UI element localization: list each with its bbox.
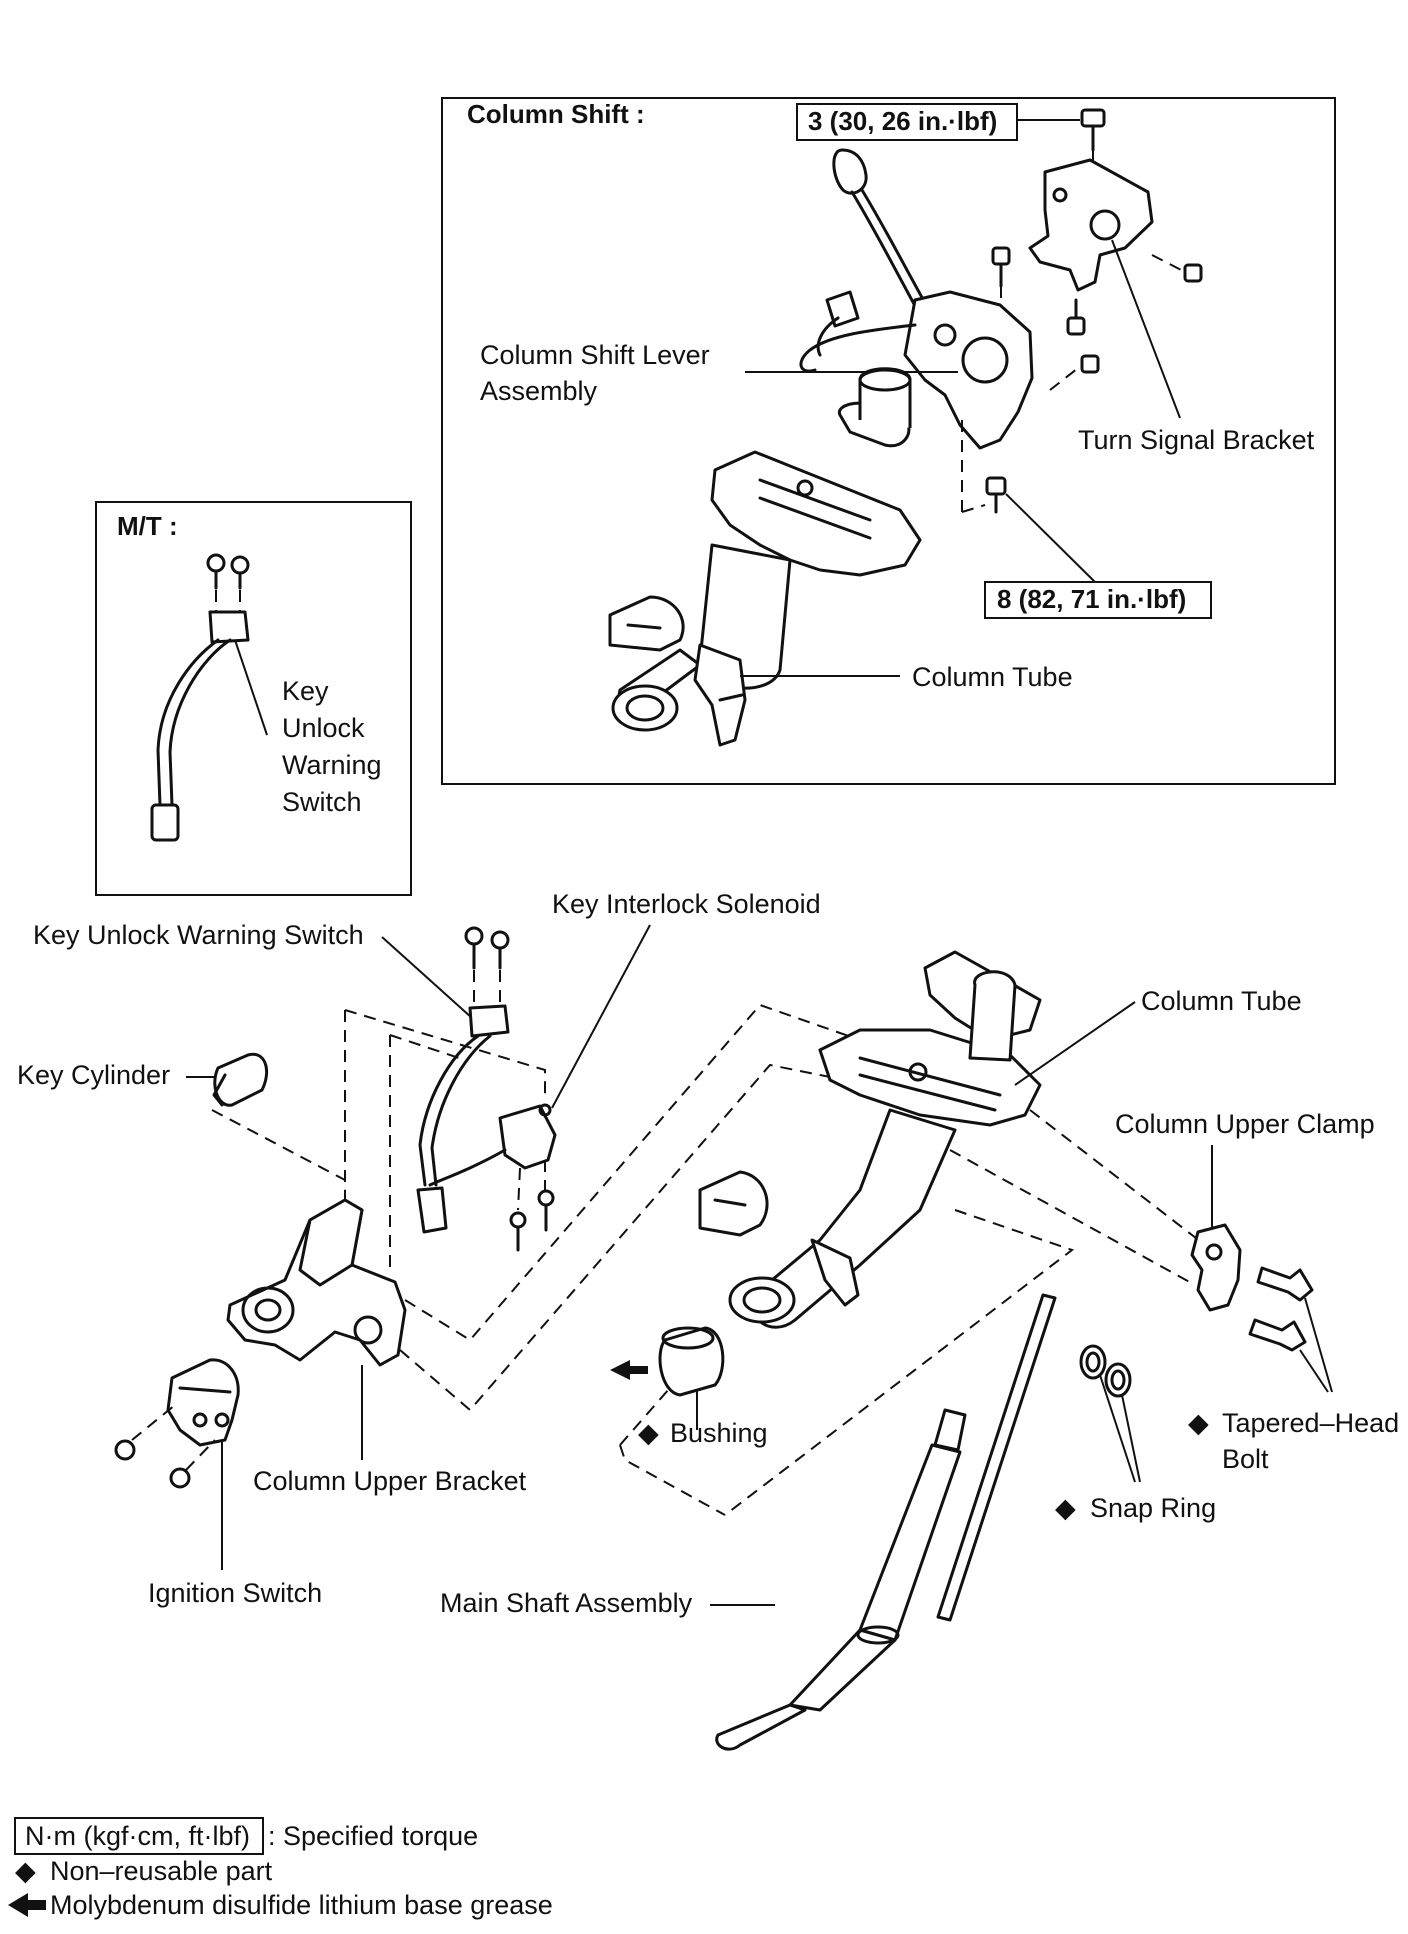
tapered-bolt-leader-1 [1304,1297,1333,1393]
column-upper-bracket-label: Column Upper Bracket [253,1466,527,1496]
torque-value-8nm: 8 (82, 71 in.·lbf) [997,584,1186,614]
turn-signal-bracket-label: Turn Signal Bracket [1078,425,1315,455]
main-column-tube-leader [1014,1001,1136,1086]
torque-8nm-leader [1005,493,1096,583]
inset-column-tube-part [608,367,922,747]
main-shaft-assembly-label: Main Shaft Assembly [440,1588,693,1618]
turn-signal-leader [1111,239,1181,419]
snap-ring-part [1079,1344,1132,1398]
column-upper-bracket-part [226,1198,407,1367]
main-column-tube-label: Column Tube [1141,986,1302,1016]
mt-switch-label-2: Unlock [282,713,365,743]
legend-torque-desc: : Specified torque [268,1821,478,1851]
tapered-head-bolt-label-2: Bolt [1222,1444,1269,1474]
key-interlock-leader [551,924,651,1109]
key-cylinder-part [212,1052,268,1107]
legend: N·m (kgf·cm, ft·lbf) : Specified torque … [8,1817,553,1920]
snap-ring-leader-2 [1121,1394,1141,1483]
column-tube-bolt-icon [985,476,1007,514]
bushing-label: Bushing [670,1418,768,1448]
snap-ring-diamond: ◆ [1055,1493,1076,1523]
mt-switch-leader [234,639,268,736]
turn-signal-bracket-part [1028,158,1154,292]
shift-lever-label-1: Column Shift Lever [480,340,710,370]
column-shift-title: Column Shift : [467,99,645,129]
column-shift-inset: Column Shift : 3 (30, 26 in.·lbf) Turn S… [441,97,1336,785]
tapered-bolt-leader-2 [1299,1349,1329,1393]
torque-box-3nm [796,103,1018,141]
key-interlock-solenoid-label: Key Interlock Solenoid [552,889,821,919]
legend-nonreusable: Non–reusable part [50,1856,273,1886]
legend-grease-arrow-icon [8,1893,46,1917]
mt-switch-label-3: Warning [282,750,382,780]
column-upper-clamp-part [1190,1223,1242,1312]
lever-side-bolt-icon [1049,354,1100,391]
tapered-head-bolt-label-1: Tapered–Head [1222,1408,1399,1438]
main-exploded-view: Key Unlock Warning Switch Key Interlock … [17,889,1399,1751]
grease-arrow-icon [610,1360,648,1380]
key-unlock-switch-screws-icon [464,926,510,1005]
tapered-head-bolt-icon [1248,1266,1314,1352]
column-upper-clamp-label: Column Upper Clamp [1115,1109,1375,1139]
snap-ring-label: Snap Ring [1090,1493,1216,1523]
mt-inset-frame [95,501,412,896]
mt-title: M/T : [117,511,178,541]
mt-key-unlock-switch-part [150,610,250,842]
key-unlock-switch-part [416,1004,510,1234]
mt-switch-label-1: Key [282,676,329,706]
bushing-part [658,1326,725,1397]
lever-bolt-icon [991,246,1011,305]
column-shift-inset-frame [441,97,1336,785]
ignition-switch-part [114,1358,240,1489]
legend-grease: Molybdenum disulfide lithium base grease [50,1890,553,1920]
side-bolt-icon [1151,254,1203,283]
tapered-bolt-diamond: ◆ [1188,1408,1209,1438]
inset-column-tube-label: Column Tube [912,662,1073,692]
key-unlock-warning-switch-label: Key Unlock Warning Switch [33,920,364,950]
mt-screw-icon [206,553,250,612]
torque-box-8nm [984,581,1212,619]
bushing-diamond: ◆ [638,1418,659,1448]
legend-torque-unit: N·m (kgf·cm, ft·lbf) [25,1821,250,1851]
column-shift-lever-assembly-part [799,290,1034,450]
bracket-bolt-icon [1080,108,1106,152]
snap-ring-leader-1 [1099,1374,1136,1483]
key-unlock-leader [381,936,473,1019]
shift-lever-knob-part [832,148,932,317]
shift-lever-label-2: Assembly [480,376,598,406]
torque-value-3nm: 3 (30, 26 in.·lbf) [808,106,997,136]
ignition-switch-label: Ignition Switch [148,1578,322,1608]
legend-torque-box [14,1817,264,1855]
main-column-tube-part [698,950,1042,1329]
key-interlock-solenoid-part [428,1103,557,1252]
mt-inset: M/T : Key Unlock Warning Switch [95,501,412,896]
legend-diamond: ◆ [15,1856,36,1886]
key-cylinder-label: Key Cylinder [17,1060,170,1090]
lower-bolt-icon [1066,298,1086,336]
mt-switch-label-4: Switch [282,787,362,817]
main-shaft-assembly-part [715,1293,1057,1751]
